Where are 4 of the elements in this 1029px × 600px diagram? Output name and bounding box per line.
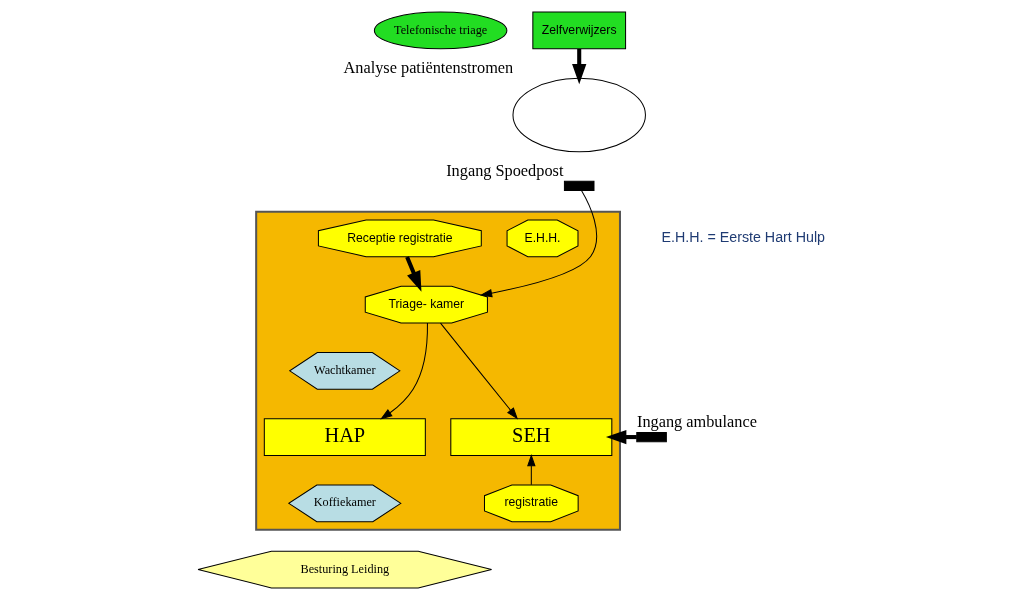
label: E.H.H. = Eerste Hart Hulp	[661, 229, 826, 246]
node-label: Analyse patiëntenstromen	[343, 58, 514, 78]
node-label: Ingang ambulance	[636, 412, 757, 432]
node-label: Ingang Spoedpost	[446, 160, 564, 180]
